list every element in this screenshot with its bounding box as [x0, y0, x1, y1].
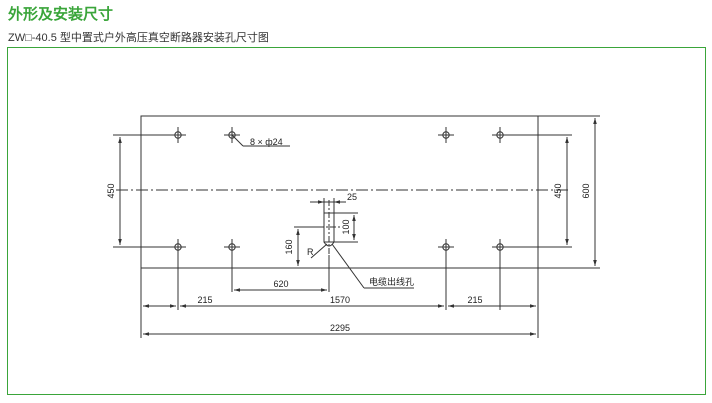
- dim-160-text: 160: [284, 239, 294, 254]
- dim-215-right-text: 215: [467, 295, 482, 305]
- label-holes: 8 × ф24: [250, 137, 283, 147]
- label-radius: R: [307, 247, 314, 257]
- dim-215-left-text: 215: [197, 295, 212, 305]
- radius-leader: [310, 243, 328, 259]
- drawing-frame: [7, 47, 706, 395]
- mounting-plate: [140, 115, 539, 269]
- section-heading: 外形及安装尺寸: [8, 6, 114, 23]
- label-cable-hole: 电缆出线孔: [369, 276, 414, 287]
- cable-hole-leader: [331, 243, 365, 289]
- dim-450-right-text: 450: [553, 183, 563, 198]
- dim-2295-text: 2295: [330, 323, 350, 333]
- dim-100-text: 100: [341, 219, 351, 234]
- holes-leader: [231, 134, 244, 147]
- dim-25-text: 25: [347, 192, 357, 202]
- dim-620-text: 620: [273, 279, 288, 289]
- dim-1570-text: 1570: [330, 295, 350, 305]
- dim-600-text: 600: [581, 183, 591, 198]
- hole-top-3: [438, 127, 454, 143]
- drawing-caption: ZW□-40.5 型中置式户外高压真空断路器安装孔尺寸图: [8, 32, 269, 44]
- dim-450-left-text: 450: [106, 183, 116, 198]
